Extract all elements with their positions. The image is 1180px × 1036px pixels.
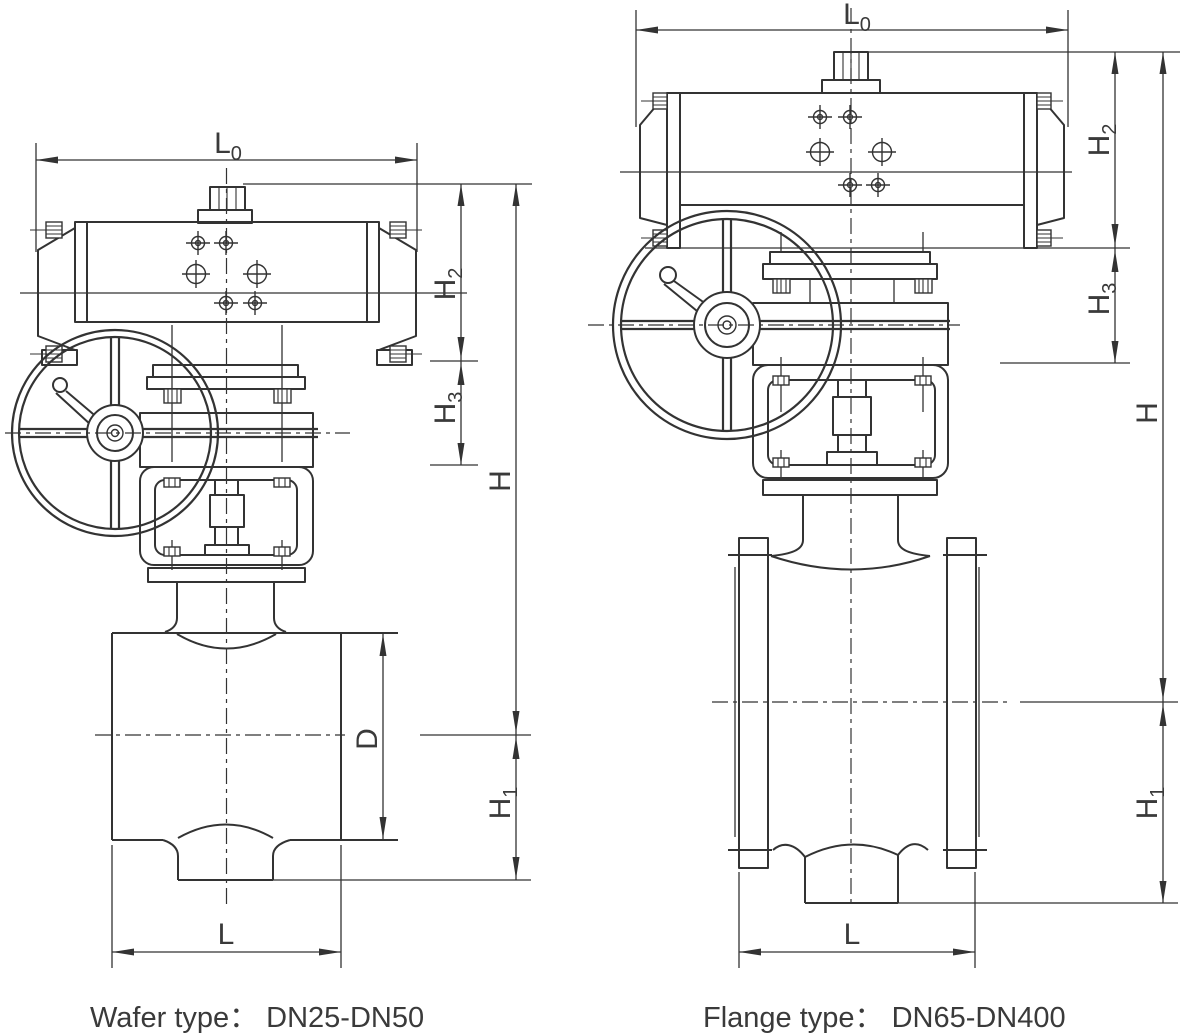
dimension-lines-wafer [35,143,532,968]
figure-flange-type: L0 H2 H3 H H1 L Flange type：DN65-DN400 [588,0,1180,1034]
dim-label-l0: L0 [843,0,871,36]
dim-label-h2: H2 [429,268,467,301]
dim-label-h3: H3 [429,392,467,425]
dim-label-h: H [1131,402,1164,424]
lever-knob [659,266,677,284]
caption-flange: Flange type：DN65-DN400 [703,1002,1066,1034]
pneumatic-actuator [620,51,1072,249]
lever-knob [52,377,68,393]
dim-label-h2: H2 [1083,124,1121,157]
centerlines [5,168,350,908]
pneumatic-actuator [20,186,467,366]
valve-stem [214,480,239,545]
figure-wafer-type: L0 H2 H3 H D H1 L Wafer type：DN25-DN50 [5,127,532,1034]
dim-label-h3: H3 [1083,283,1121,316]
dim-label-h1: H1 [484,787,522,820]
valve-body-flange [728,495,987,904]
caption-wafer: Wafer type：DN25-DN50 [90,1002,424,1034]
handwheel-spokes [20,338,318,528]
handwheel [611,209,950,441]
valve-stem [837,380,867,452]
pipe-flange-right [946,537,977,869]
declutch-lever [663,280,707,312]
dim-label-l: L [218,918,235,951]
centerlines [588,8,1010,908]
handwheel-spokes [621,219,950,431]
dimension-lines-flange [635,10,1180,968]
dim-label-l: L [844,918,861,951]
pipe-flange-left [738,537,769,869]
dim-label-d: D [351,728,384,750]
tie-rod-nuts [641,92,1063,247]
dim-label-l0: L0 [214,127,242,165]
gearbox-assembly [752,232,949,496]
dim-label-h1: H1 [1131,787,1169,820]
actuator-bolts [806,105,896,197]
dim-label-h: H [484,470,517,492]
tie-rod-nuts [30,221,422,363]
